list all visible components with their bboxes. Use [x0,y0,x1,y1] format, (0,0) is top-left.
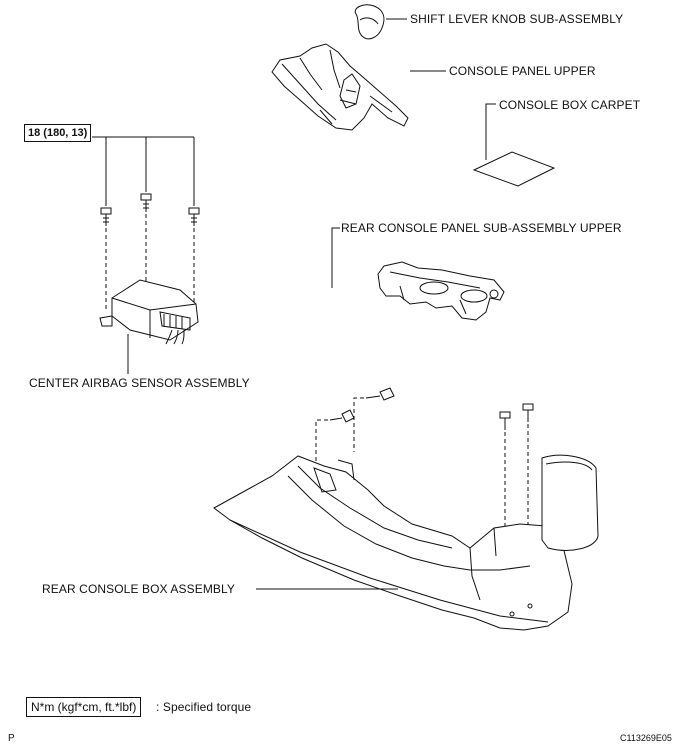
airbag-dashed-lines [105,214,195,312]
label-rear-console-panel-upper: REAR CONSOLE PANEL SUB-ASSEMBLY UPPER [341,221,622,235]
rear-console-box-drawing [213,454,599,631]
torque-leader-lines [92,136,195,206]
torque-spec-box: 18 (180, 13) [24,124,92,142]
shift-lever-knob-drawing [354,4,407,40]
legend-unit-box: N*m (kgf*cm, ft.*lbf) [26,697,142,717]
rear-console-panel-upper-drawing [331,227,505,321]
legend-text: : Specified torque [156,700,252,714]
label-rear-console-box: REAR CONSOLE BOX ASSEMBLY [42,582,236,596]
console-box-carpet-drawing [472,103,556,187]
label-console-box-carpet: CONSOLE BOX CARPET [499,98,641,112]
rear-box-bolts [329,387,534,430]
corner-letter: P [8,733,15,744]
label-shift-lever-knob: SHIFT LEVER KNOB SUB-ASSEMBLY [410,12,624,26]
console-panel-upper-drawing [271,43,446,131]
airbag-sensor-drawing [99,279,199,374]
figure-code: C113269E05 [620,733,672,743]
airbag-sensor-bolts [100,193,200,226]
label-center-airbag-sensor: CENTER AIRBAG SENSOR ASSEMBLY [29,376,250,390]
label-console-panel-upper: CONSOLE PANEL UPPER [449,64,596,78]
